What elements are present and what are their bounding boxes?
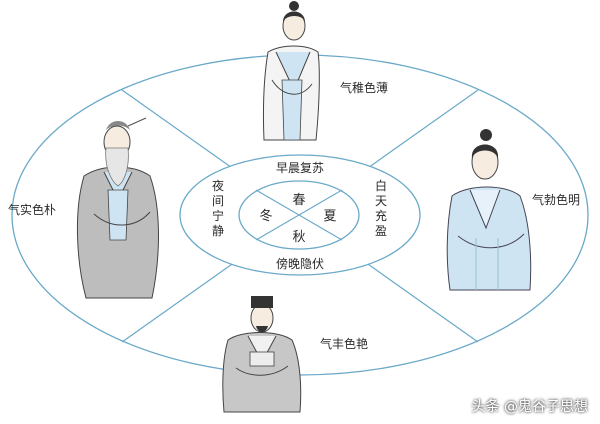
figure-official <box>222 296 302 413</box>
season-summer: 夏 <box>323 209 336 224</box>
season-winter: 冬 <box>259 208 272 224</box>
inner-cross <box>255 189 343 241</box>
ring-right-label: 白天充盈 <box>375 178 387 238</box>
figure-top-label: 气稚色薄 <box>340 80 388 95</box>
figure-young-man-blue <box>446 129 532 291</box>
figure-left-label: 气实色朴 <box>8 202 56 217</box>
season-autumn: 秋 <box>292 230 305 245</box>
figure-old-sage <box>76 117 159 299</box>
season-spring: 春 <box>292 193 305 208</box>
ring-left-label: 夜间宁静 <box>212 178 224 238</box>
figure-bottom-label: 气丰色艳 <box>320 336 368 351</box>
figure-young-scholar <box>262 1 320 141</box>
ring-bottom-label: 傍晚隐伏 <box>276 256 324 271</box>
ring-top-label: 早晨复苏 <box>276 161 324 175</box>
watermark: 头条 @鬼谷子思想 <box>471 399 588 415</box>
figure-right-label: 气勃色明 <box>532 192 580 207</box>
